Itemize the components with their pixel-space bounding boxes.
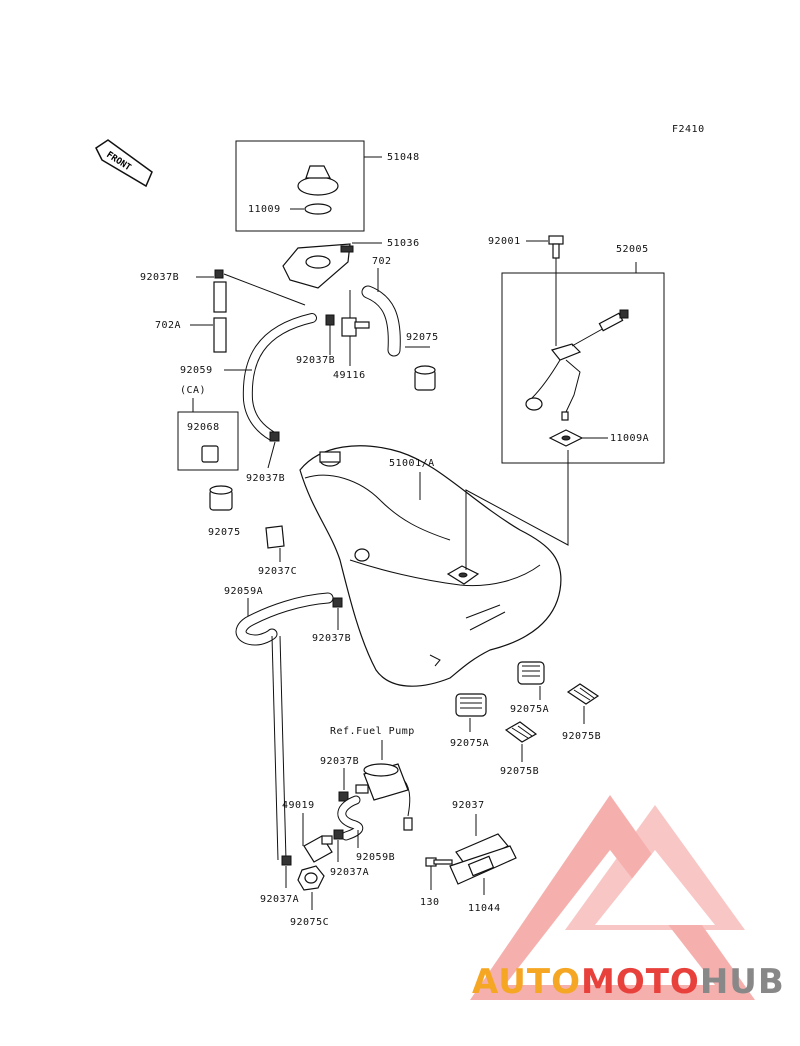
label-92075C: 92075C: [290, 917, 329, 928]
label-92059A: 92059A: [224, 586, 263, 597]
label-702: 702: [372, 256, 392, 267]
sender-box: [501, 272, 665, 464]
label-92037: 92037: [452, 800, 485, 811]
label-92037B-c: 92037B: [246, 473, 285, 484]
sender-leader: [465, 450, 569, 570]
clamp-tank-icon: [269, 431, 280, 442]
cap-assembly-box: [235, 140, 365, 232]
label-51036: 51036: [387, 238, 420, 249]
tube-702A-lower-icon: [213, 317, 227, 353]
label-92075A-a: 92075A: [510, 704, 549, 715]
fuel-filter-icon: [303, 835, 333, 863]
fuel-tank-icon: [299, 445, 562, 687]
gasket-11009A-icon: [548, 429, 584, 447]
grommet-92075A-a-icon: [517, 661, 545, 685]
watermark-logo-icon: [470, 795, 755, 1000]
fuel-cap-icon: [297, 165, 339, 196]
label-11009: 11009: [248, 204, 281, 215]
label-52005: 52005: [616, 244, 649, 255]
label-11009A: 11009A: [610, 433, 649, 444]
grommet-92075B-a-icon: [566, 683, 600, 705]
clip-92037C-icon: [265, 525, 285, 549]
grommet-left-icon: [209, 485, 233, 511]
clamp-92037B-d-icon: [332, 597, 343, 608]
watermark-hub: HUB: [700, 962, 785, 1002]
ca-box: [177, 411, 239, 471]
clamp-icon: [214, 269, 224, 279]
label-92037B-d: 92037B: [312, 633, 351, 644]
label-49019: 49019: [282, 800, 315, 811]
watermark-moto: MOTO: [581, 962, 700, 1002]
label-130: 130: [420, 897, 440, 908]
label-92001: 92001: [488, 236, 521, 247]
label-51001A: 51001/A: [389, 458, 435, 469]
watermark-auto: AUTO: [472, 962, 581, 1002]
label-92037B-b: 92037B: [296, 355, 335, 366]
gasket-icon: [304, 203, 332, 215]
watermark-text: AUTOMOTOHUB: [472, 962, 785, 1002]
label-92068: 92068: [187, 422, 220, 433]
grommet-ca-icon: [201, 445, 219, 463]
label-92075-b: 92075: [208, 527, 241, 538]
label-702A: 702A: [155, 320, 181, 331]
label-49116: 49116: [333, 370, 366, 381]
tube-702A-upper-icon: [213, 281, 227, 313]
ref-fuel-pump-note: Ref.Fuel Pump: [330, 726, 415, 737]
label-92059: 92059: [180, 365, 213, 376]
label-92075B-a: 92075B: [562, 731, 601, 742]
label-92059B: 92059B: [356, 852, 395, 863]
label-92037A-b: 92037A: [330, 867, 369, 878]
variant-note: (CA): [180, 385, 206, 396]
clamp-92037A-b-icon: [333, 829, 344, 840]
label-92075B-b: 92075B: [500, 766, 539, 777]
fuel-sender-icon: [525, 309, 629, 421]
label-92075-a: 92075: [406, 332, 439, 343]
label-92037A-a: 92037A: [260, 894, 299, 905]
clamp-92037A-a-icon: [281, 855, 292, 866]
cap-base-icon: [282, 243, 354, 289]
label-11044: 11044: [468, 903, 501, 914]
label-51048: 51048: [387, 152, 420, 163]
grommet-92075A-b-icon: [455, 693, 487, 717]
clamp-92037B-e-icon: [338, 791, 349, 802]
front-arrow-icon: FRONT: [95, 139, 153, 188]
grommet-92075B-b-icon: [504, 721, 538, 743]
label-92037B-e: 92037B: [320, 756, 359, 767]
label-92037B-a: 92037B: [140, 272, 179, 283]
tee-fitting-icon: [325, 314, 370, 337]
figure-code: F2410: [672, 124, 705, 135]
grommet-icon: [414, 365, 436, 391]
grommet-92075C-icon: [297, 865, 325, 891]
bolt-92001-icon: [548, 235, 564, 259]
label-92037C: 92037C: [258, 566, 297, 577]
label-92075A-b: 92075A: [450, 738, 489, 749]
bracket-11044-icon: [449, 833, 517, 885]
bolt-130-icon: [425, 857, 453, 867]
fuel-pump-icon: [355, 763, 413, 831]
